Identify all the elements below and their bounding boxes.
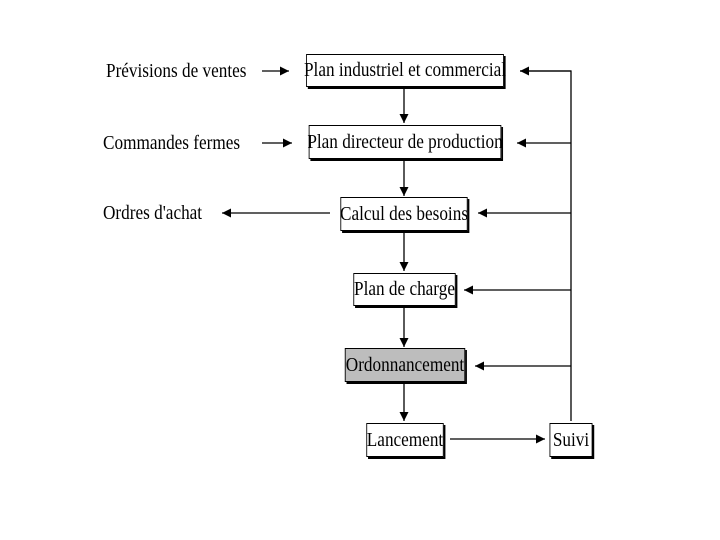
box-label: Ordonnancement xyxy=(345,353,465,376)
box-lancement: Lancement xyxy=(366,423,444,457)
box-suivi: Suivi xyxy=(549,423,593,457)
box-plan-de-charge: Plan de charge xyxy=(353,273,456,306)
feedback-line xyxy=(520,70,572,421)
box-label: Plan directeur de production xyxy=(307,130,503,153)
label-previsions-ventes: Prévisions de ventes xyxy=(106,60,247,82)
box-label: Plan de charge xyxy=(354,278,455,300)
box-calcul-besoins: Calcul des besoins xyxy=(339,197,469,231)
label-commandes-fermes: Commandes fermes xyxy=(103,132,241,154)
box-label: Lancement xyxy=(366,428,444,451)
box-label: Plan industriel et commercial xyxy=(303,59,507,81)
box-plan-directeur-production: Plan directeur de production xyxy=(307,125,503,159)
box-ordonnancement: Ordonnancement xyxy=(344,348,466,382)
box-plan-industriel-commercial: Plan industriel et commercial xyxy=(303,54,507,87)
label-ordres-achat: Ordres d'achat xyxy=(103,202,203,224)
box-label: Calcul des besoins xyxy=(339,202,469,225)
box-label: Suivi xyxy=(552,428,590,451)
